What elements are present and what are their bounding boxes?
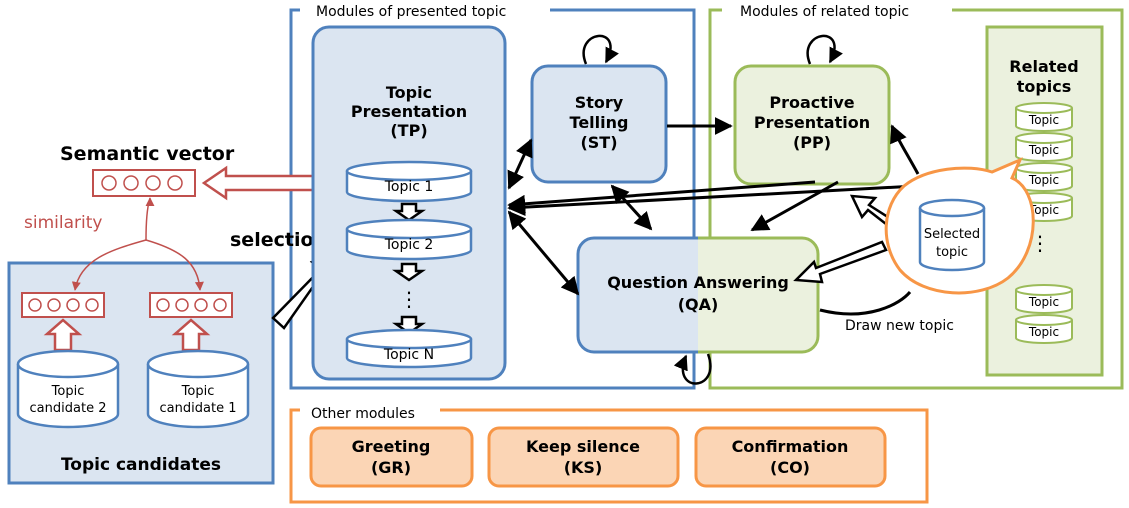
related-group-label: Modules of related topic bbox=[740, 4, 909, 20]
topic-candidates-title: Topic candidates bbox=[61, 455, 221, 475]
tp-module: Topic Presentation (TP) Topic 1 Topic 2 … bbox=[311, 25, 507, 381]
keep-silence-label-1: Keep silence bbox=[526, 437, 640, 456]
selected-to-pp-arrow bbox=[849, 194, 893, 226]
st-label-1: Story bbox=[575, 93, 624, 112]
tp-topic-1: Topic 1 bbox=[384, 179, 434, 195]
related-topic-cylinder: Topic bbox=[1015, 132, 1073, 162]
qa-self-loop bbox=[673, 353, 712, 385]
st-label-3: (ST) bbox=[580, 133, 617, 152]
tp-down-arrow-1 bbox=[391, 202, 427, 222]
related-topic-label: Topic bbox=[1028, 325, 1059, 339]
candidate1-vector bbox=[149, 292, 233, 318]
related-topic-cylinder: Topic bbox=[1015, 162, 1073, 192]
candidate2-up-arrow bbox=[43, 318, 83, 352]
other-group-label: Other modules bbox=[311, 406, 415, 422]
related-topic-label: Topic bbox=[1028, 173, 1059, 187]
semantic-vector bbox=[92, 169, 196, 197]
similarity-label: similarity bbox=[24, 213, 102, 233]
qa-label-1: Question Answering bbox=[607, 273, 789, 292]
tp-topic-1-cylinder: Topic 1 bbox=[345, 160, 473, 203]
selected-topic-label-1: Selected bbox=[924, 227, 980, 242]
related-topic-cylinder: Topic bbox=[1015, 284, 1073, 314]
tp-topic-2: Topic 2 bbox=[384, 237, 434, 253]
semantic-vector-title: Semantic vector bbox=[60, 143, 235, 165]
similarity-arrows bbox=[71, 197, 204, 291]
pp-label-1: Proactive bbox=[769, 93, 854, 112]
candidate2-vector bbox=[21, 292, 105, 318]
presented-topic-group: Modules of presented topic bbox=[289, 2, 696, 390]
related-topic-label: Topic bbox=[1028, 203, 1059, 217]
related-topic-label: Topic bbox=[1028, 113, 1059, 127]
related-topics-title-1: Related bbox=[1009, 57, 1078, 76]
st-self-loop bbox=[582, 34, 619, 65]
st-module: Story Telling (ST) bbox=[530, 64, 668, 184]
related-topic-label: Topic bbox=[1028, 143, 1059, 157]
other-modules-group: Other modules bbox=[289, 402, 929, 504]
tp-down-arrow-3 bbox=[391, 315, 427, 335]
selected-topic-cylinder: Selected topic bbox=[918, 198, 986, 272]
candidate1-up-arrow bbox=[171, 318, 211, 352]
pp-module: Proactive Presentation (PP) bbox=[733, 64, 891, 186]
presented-group-label: Modules of presented topic bbox=[316, 4, 506, 20]
candidate1-label-1: Topic bbox=[181, 384, 215, 399]
related-topic-cylinder: Topic bbox=[1015, 314, 1073, 344]
tp-label-1: Topic bbox=[386, 83, 432, 102]
tp-topic-2-cylinder: Topic 2 bbox=[345, 218, 473, 261]
pp-label-2: Presentation bbox=[754, 113, 870, 132]
tp-down-arrow-2 bbox=[391, 262, 427, 282]
selected-to-qa-arrow bbox=[793, 240, 888, 284]
tp-topic-n: Topic N bbox=[383, 347, 434, 363]
flow-arrows bbox=[507, 117, 920, 316]
keep-silence-label-2: (KS) bbox=[564, 458, 603, 477]
related-topic-group: Modules of related topic bbox=[708, 2, 1124, 390]
confirmation-label-2: (CO) bbox=[770, 458, 810, 477]
candidate1-cylinder: Topic candidate 1 bbox=[146, 349, 250, 429]
st-label-2: Telling bbox=[570, 113, 629, 132]
pp-label-3: (PP) bbox=[793, 133, 831, 152]
candidate2-cylinder: Topic candidate 2 bbox=[16, 349, 120, 429]
tp-ellipsis: ⋮ bbox=[399, 287, 419, 311]
greeting-module: Greeting (GR) bbox=[309, 426, 474, 488]
keep-silence-module: Keep silence (KS) bbox=[487, 426, 680, 488]
tp-label-2: Presentation bbox=[351, 102, 467, 121]
pp-self-loop bbox=[806, 34, 843, 65]
greeting-label-2: (GR) bbox=[371, 458, 411, 477]
topic-candidates-box: Topic candidates Topic candidate 2 bbox=[7, 261, 275, 485]
tp-label-3: (TP) bbox=[390, 121, 427, 140]
qa-label-2: (QA) bbox=[678, 295, 719, 314]
candidate2-label-2: candidate 2 bbox=[30, 401, 107, 416]
greeting-label-1: Greeting bbox=[352, 437, 431, 456]
tp-topic-n-cylinder: Topic N bbox=[345, 328, 473, 369]
related-topic-cylinder: Topic bbox=[1015, 102, 1073, 132]
draw-new-topic-label: Draw new topic bbox=[845, 318, 954, 334]
related-topic-label: Topic bbox=[1028, 295, 1059, 309]
qa-module: Question Answering (QA) bbox=[576, 236, 820, 354]
confirmation-module: Confirmation (CO) bbox=[694, 426, 887, 488]
related-ellipsis: ⋮ bbox=[1030, 231, 1050, 255]
selection-label: selection bbox=[230, 229, 327, 251]
confirmation-label-1: Confirmation bbox=[732, 437, 849, 456]
candidate2-label-1: Topic bbox=[51, 384, 85, 399]
candidate1-label-2: candidate 1 bbox=[160, 401, 237, 416]
related-topics-title-2: topics bbox=[1017, 77, 1072, 96]
selected-topic-label-2: topic bbox=[936, 245, 968, 260]
